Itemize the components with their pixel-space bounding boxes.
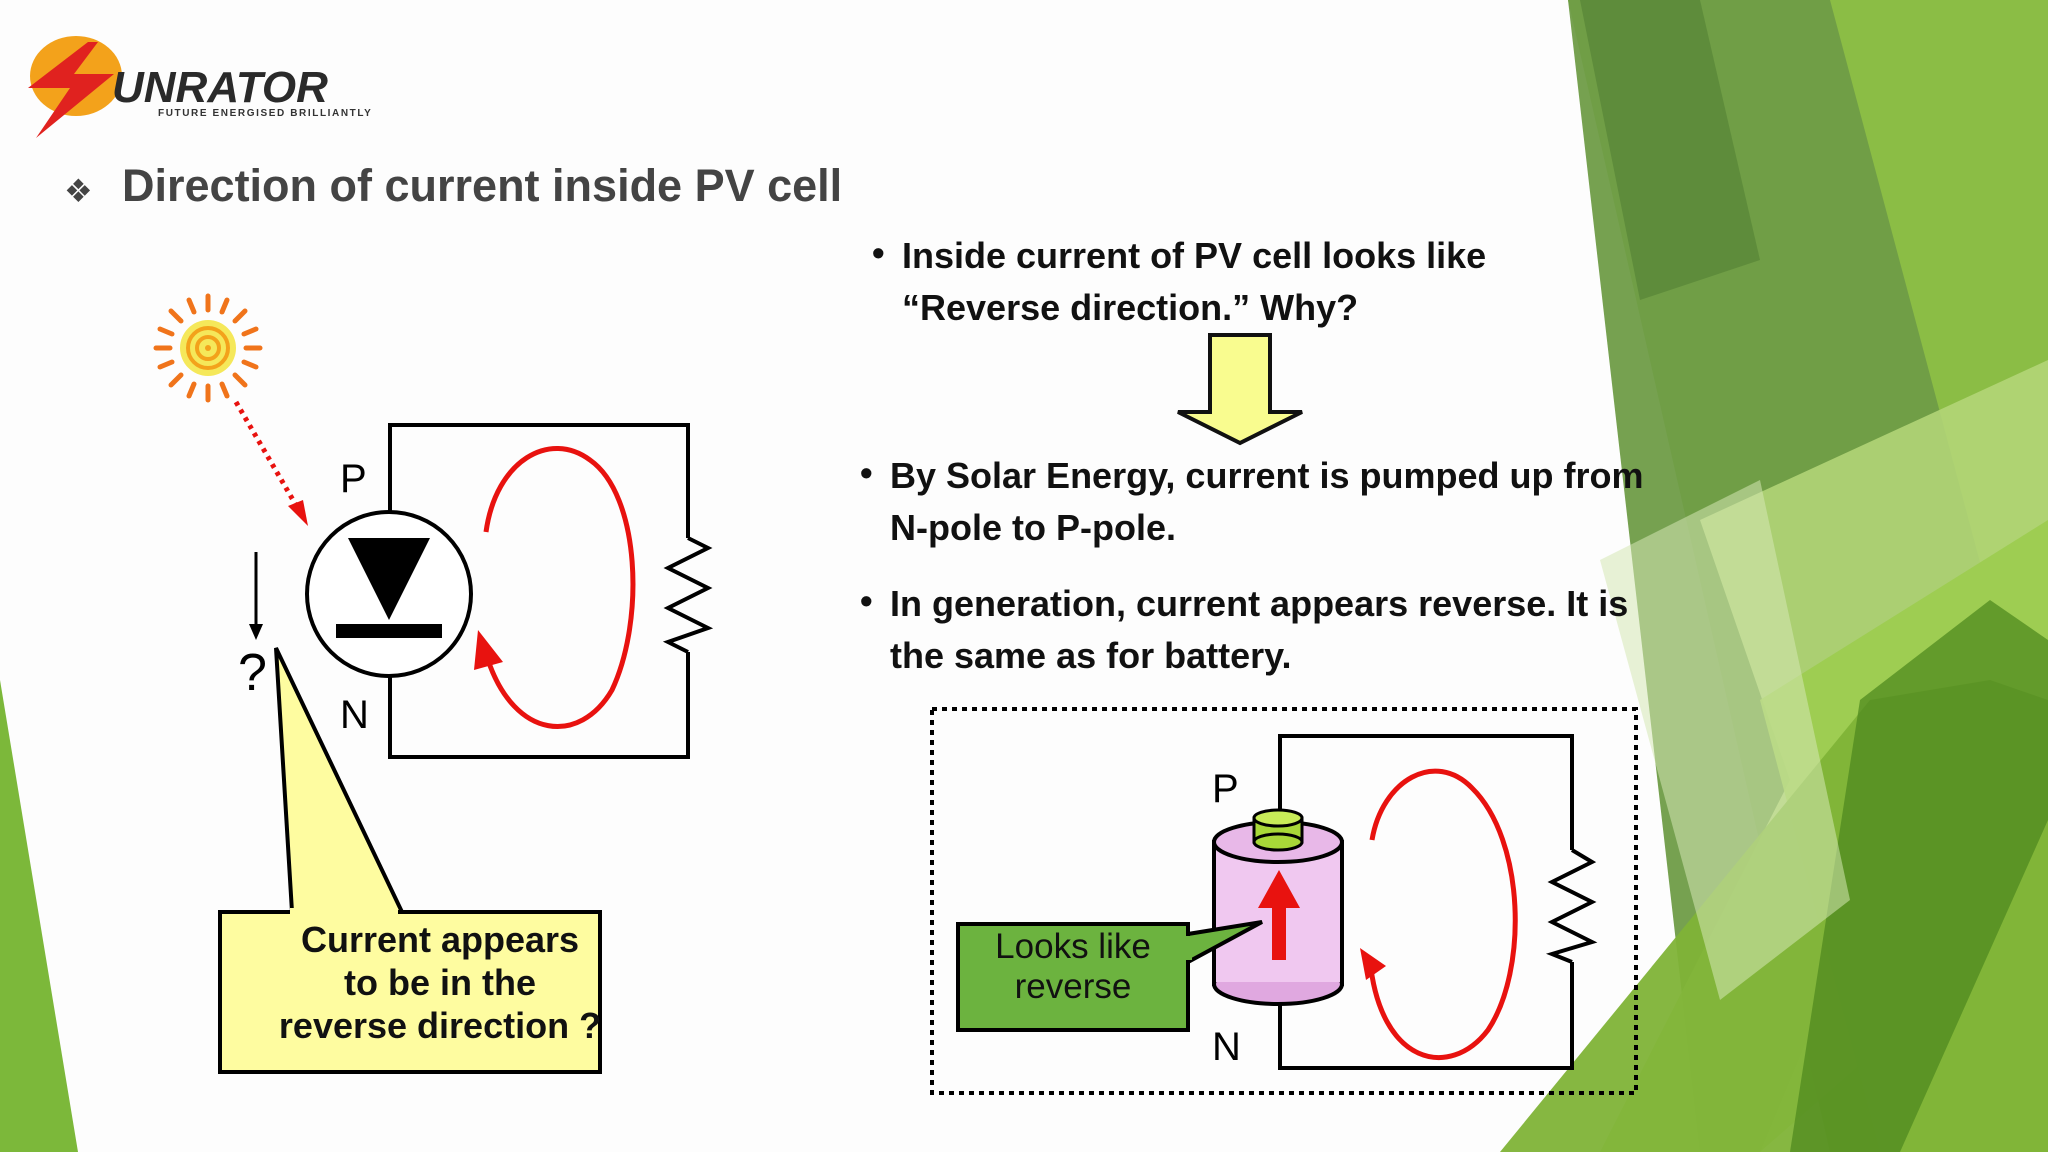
battery-current-loop-arrow [1367,768,1518,1061]
diode-triangle-icon [348,538,430,620]
bullet-3-line-1: In generation, current appears reverse. … [890,583,1629,624]
bullet-2-line-1: By Solar Energy, current is pumped up fr… [890,455,1644,496]
right-callout-line-1: Looks like [995,927,1151,966]
green-callout-joint [1182,936,1192,960]
left-green-triangle [0,680,78,1152]
left-callout-text: Current appears to be in the reverse dir… [220,918,660,1047]
battery-wire-top [1278,734,1574,850]
sunrator-logo: UNRATOR FUTURE ENERGISED BRILLIANTLY [28,36,372,138]
callout-joint [290,908,398,916]
green-callout-box [956,922,1190,1032]
top-dark-green-shard [1580,0,1760,300]
left-circuit-diagram: P N ? [153,293,714,1074]
right-label-n: N [1212,1025,1241,1069]
right-callout-text: Looks like reverse [960,927,1186,1007]
circuit-wire-bottom [388,652,690,759]
slide-title: Direction of current inside PV cell [122,160,843,211]
logo-lightning-icon [28,42,114,138]
down-arrow-icon [1177,333,1303,446]
battery-current-loop-arrowhead [1360,948,1386,980]
bullet-1-line-1: Inside current of PV cell looks like [902,235,1487,276]
sun-icon [153,293,263,403]
bullet-1-line-2: “Reverse direction.” Why? [902,287,1359,328]
callout-pointer [274,647,406,914]
dotted-frame [930,707,1638,1095]
deep-green-shard [1790,600,2048,1152]
battery-wire-bottom [1278,962,1574,1070]
bullet-3-line-2: the same as for battery. [890,635,1292,676]
sun-ray-arrowhead [288,500,308,526]
logo-wordmark: UNRATOR [112,63,328,112]
right-callout-line-2: reverse [1014,967,1132,1006]
diode-bar-icon [336,624,442,638]
right-label-p: P [1212,767,1239,811]
bullet-dot-icon: • [860,580,873,621]
current-loop-arrowhead [474,630,503,670]
callout-box [218,910,602,1074]
circuit-wire-top [388,423,690,538]
left-callout-line-3: reverse direction ? [278,1005,602,1046]
battery-resistor-icon [1545,848,1598,964]
right-battery-diagram: P N [930,707,1638,1095]
logo-tagline: FUTURE ENERGISED BRILLIANTLY [158,108,372,119]
left-callout-line-1: Current appears [300,919,580,960]
pale-green-shard [1600,480,1850,1000]
bullet-dot-icon: • [860,452,873,493]
diamond-bullet-icon: ❖ [64,173,93,209]
question-mark: ? [238,644,267,702]
bullet-2-line-2: N-pole to P-pole. [890,507,1176,548]
bullet-dot-icon: • [872,232,885,273]
battery-up-arrow-icon [1258,870,1300,960]
resistor-icon [662,536,714,654]
down-current-arrowhead [249,624,263,640]
sun-ray-dotted-line [233,400,303,514]
left-callout-line-2: to be in the [344,962,536,1003]
left-label-n: N [340,693,369,737]
left-label-p: P [340,457,367,501]
current-loop-arrow [483,446,636,729]
